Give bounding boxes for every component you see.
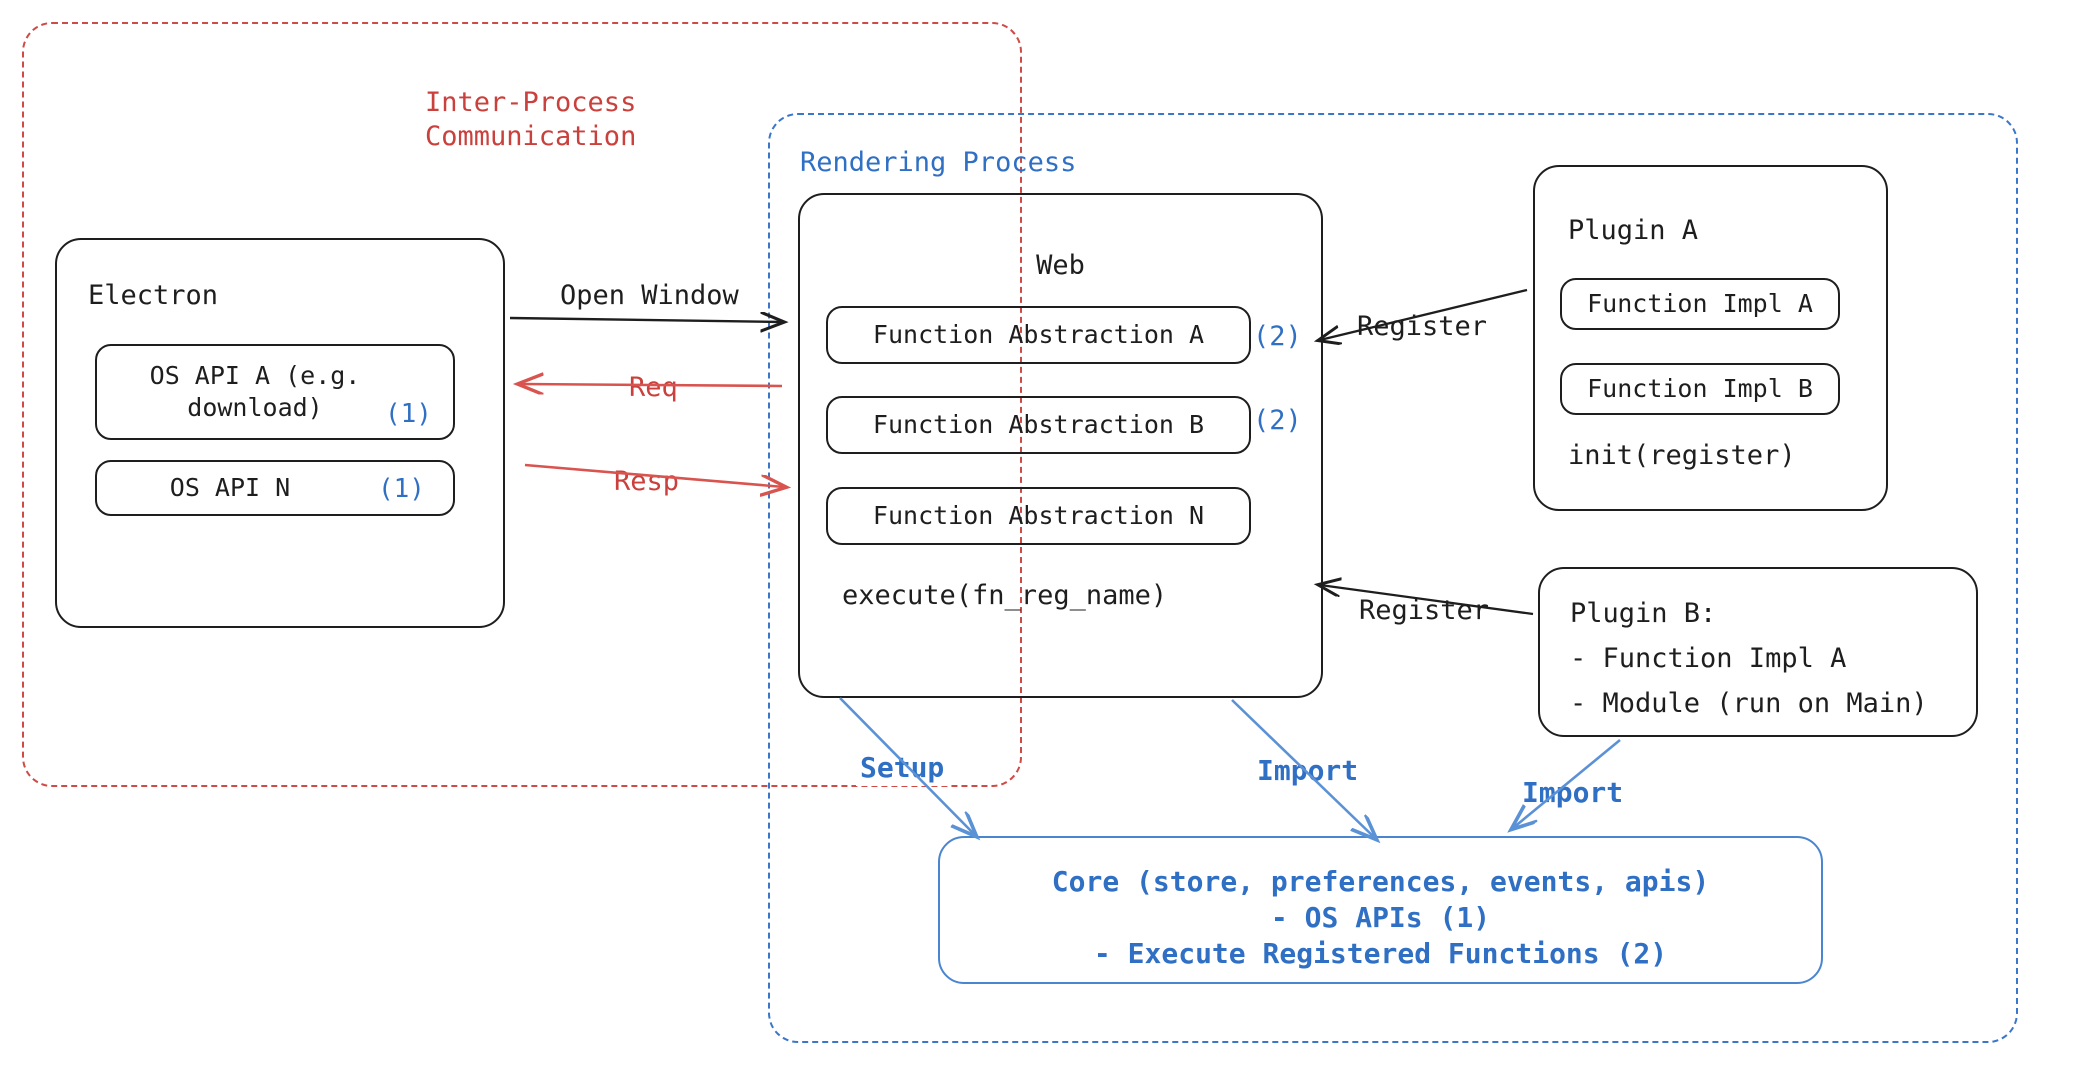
plugin-b-title: Plugin B:: [1570, 598, 1717, 629]
plugin-a-title: Plugin A: [1568, 215, 1699, 246]
function-abstraction-n-box[interactable]: [826, 487, 1251, 545]
plugin-a-impl-a-label: Function Impl A: [1587, 288, 1813, 318]
function-abstraction-b-box[interactable]: [826, 396, 1251, 454]
web-title: Web: [1036, 250, 1085, 281]
os-api-a-label: OS API A (e.g. download): [149, 360, 361, 423]
plugin-a-init-label: init(register): [1568, 440, 1796, 471]
electron-title: Electron: [88, 280, 219, 311]
plugin-b-item-1: - Module (run on Main): [1570, 688, 1928, 719]
edge-label-register-a: Register: [1353, 310, 1492, 345]
edge-label-open-window: Open Window: [560, 280, 739, 311]
plugin-b-item-0: - Function Impl A: [1570, 643, 1847, 674]
edge-label-resp: Resp: [608, 465, 686, 500]
function-abstraction-b-label: Function Abstraction B: [872, 409, 1205, 439]
core-line-3: - Execute Registered Functions (2): [1093, 937, 1668, 970]
os-api-n-box[interactable]: [95, 460, 455, 516]
ipc-label-line1: Inter-Process: [425, 87, 637, 118]
function-abstraction-a-tag: (2): [1253, 321, 1302, 352]
plugin-a-impl-b-label: Function Impl B: [1587, 373, 1813, 403]
edge-label-setup: Setup: [856, 750, 949, 786]
os-api-n-tag: (1): [378, 474, 425, 504]
edge-label-register-b: Register: [1355, 594, 1494, 629]
rendering-process-label: Rendering Process: [800, 147, 1077, 178]
electron-box[interactable]: [55, 238, 505, 628]
plugin-a-box[interactable]: [1533, 165, 1888, 511]
function-abstraction-a-label: Function Abstraction A: [872, 319, 1205, 349]
web-execute-label: execute(fn_reg_name): [842, 580, 1168, 611]
core-line-2: - OS APIs (1): [1270, 901, 1491, 934]
function-abstraction-a-box[interactable]: [826, 306, 1251, 364]
ipc-label-line2: Communication: [425, 121, 637, 152]
os-api-a-box[interactable]: [95, 344, 455, 440]
function-abstraction-n-label: Function Abstraction N: [872, 500, 1205, 530]
edge-label-req: Req: [623, 371, 684, 406]
ipc-boundary: [22, 22, 1022, 787]
os-api-n-label: OS API N: [169, 472, 291, 502]
rendering-process-boundary: [768, 113, 2018, 1043]
function-abstraction-b-tag: (2): [1253, 405, 1302, 436]
edge-label-import-web: Import: [1253, 753, 1363, 789]
edge-label-import-plugin: Import: [1518, 775, 1628, 811]
core-line-1: Core (store, preferences, events, apis): [1051, 865, 1710, 898]
os-api-a-tag: (1): [385, 399, 432, 429]
plugin-a-impl-b-box[interactable]: [1560, 363, 1840, 415]
plugin-a-impl-a-box[interactable]: [1560, 278, 1840, 330]
core-box[interactable]: [938, 836, 1823, 984]
web-box[interactable]: [798, 193, 1323, 698]
plugin-b-box[interactable]: [1538, 567, 1978, 737]
